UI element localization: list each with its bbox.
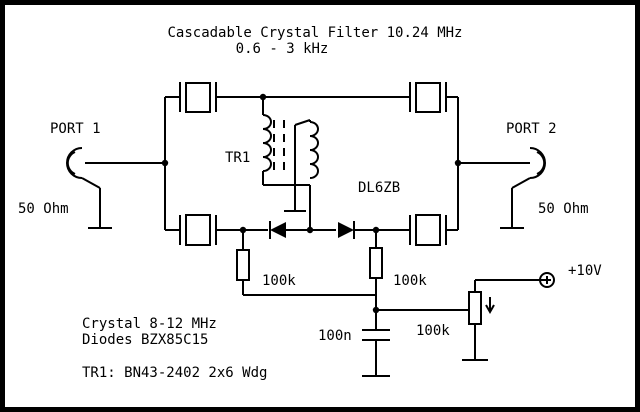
- port1-connector: [66, 147, 165, 229]
- resistor-right: [369, 230, 383, 330]
- resistor-left: [236, 230, 376, 296]
- crystal-top-left: [165, 82, 217, 113]
- title-line-1: Cascadable Crystal Filter 10.24 MHz: [167, 25, 462, 41]
- crystal-top-right: [409, 82, 458, 113]
- supply-voltage: +10V: [568, 263, 602, 279]
- junction-dots: [161, 93, 462, 314]
- diode-right: [338, 221, 410, 239]
- capacitor-100n: [362, 329, 390, 377]
- note-diodes: Diodes BZX85C15: [82, 332, 208, 348]
- port1-impedance: 50 Ohm: [18, 201, 69, 217]
- resistor-left-value: 100k: [262, 273, 296, 289]
- author-callsign: DL6ZB: [358, 180, 400, 196]
- supply-terminal: [539, 272, 555, 288]
- note-crystal: Crystal 8-12 MHz: [82, 316, 217, 332]
- port2-label: PORT 2: [506, 121, 557, 137]
- port2-connector: [458, 147, 546, 229]
- resistor-right-value: 100k: [393, 273, 427, 289]
- potentiometer: [376, 279, 545, 361]
- crystal-bottom-left: [165, 214, 217, 246]
- note-tr1: TR1: BN43-2402 2x6 Wdg: [82, 365, 267, 381]
- transformer-label: TR1: [225, 150, 250, 166]
- transformer-tr1: [262, 97, 319, 230]
- title-line-2: 0.6 - 3 kHz: [236, 41, 329, 57]
- potentiometer-value: 100k: [416, 323, 450, 339]
- crystal-bottom-right: [409, 214, 458, 246]
- capacitor-value: 100n: [318, 328, 352, 344]
- port2-impedance: 50 Ohm: [538, 201, 589, 217]
- port1-label: PORT 1: [50, 121, 101, 137]
- diode-left: [269, 221, 336, 239]
